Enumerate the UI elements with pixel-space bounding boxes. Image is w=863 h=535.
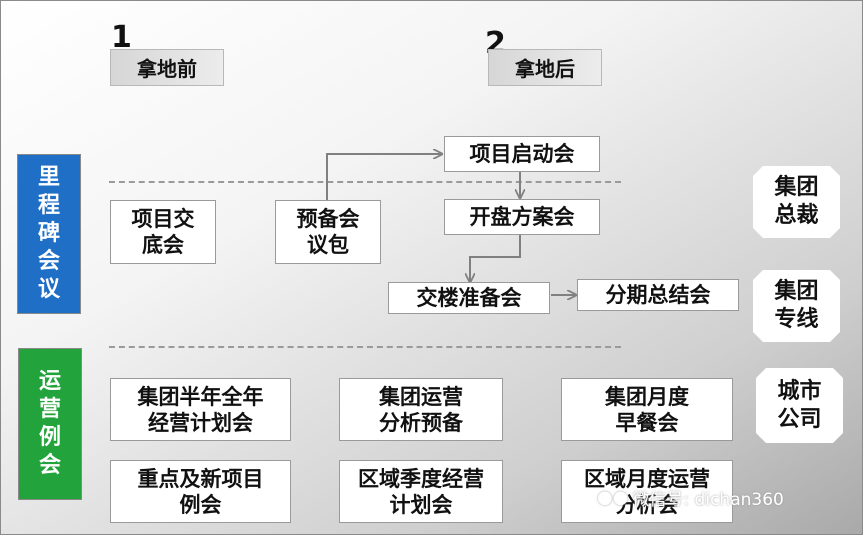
phase-2-label: 拿地后 (488, 49, 602, 86)
box-project-handover: 项目交 底会 (110, 200, 216, 264)
dashed-separator-middle (109, 346, 621, 348)
box-group-monthly-breakfast: 集团月度 早餐会 (561, 378, 733, 441)
box-key-new-projects: 重点及新项目 例会 (110, 460, 291, 523)
box-project-kickoff: 项目启动会 (444, 136, 600, 172)
side-label-char: 里 (37, 165, 60, 190)
side-label-char: 营 (38, 397, 61, 422)
side-label-char: 议 (37, 277, 60, 302)
box-phase-summary: 分期总结会 (577, 279, 739, 311)
wechat-icon: ●● (597, 487, 629, 508)
side-label-char: 例 (38, 425, 61, 450)
box-pre-meeting-package: 预备会 议包 (275, 200, 381, 264)
tag-city-company: 城市 公司 (756, 368, 843, 443)
dashed-separator-top (109, 181, 621, 183)
watermark: ●● 微信号: dichan360 (597, 485, 784, 510)
box-group-plan: 集团半年全年 经营计划会 (110, 378, 291, 441)
side-label-char: 运 (38, 369, 61, 394)
phase-1-label: 拿地前 (110, 49, 224, 86)
regular-meetings-label: 运营例会 (18, 348, 82, 500)
side-label-char: 会 (38, 453, 61, 478)
box-delivery-prep: 交楼准备会 (388, 282, 550, 314)
box-group-ops-analysis: 集团运营 分析预备 (339, 378, 503, 441)
box-regional-quarterly: 区域季度经营 计划会 (339, 460, 503, 523)
arrow-opening-to-delivery (470, 235, 521, 281)
watermark-text: 微信号: dichan360 (632, 490, 784, 510)
box-opening-plan: 开盘方案会 (444, 199, 600, 235)
arrow-package-to-kickoff (326, 154, 441, 200)
tag-group-line: 集团 专线 (753, 270, 840, 342)
phase-1-number: 1 (111, 20, 132, 55)
side-label-char: 会 (37, 249, 60, 274)
side-label-char: 碑 (37, 221, 60, 246)
tag-group-president: 集团 总裁 (753, 166, 840, 238)
milestone-meetings-label: 里程碑会议 (17, 154, 81, 314)
side-label-char: 程 (37, 193, 60, 218)
box-regional-monthly-ops: 区域月度运营 分析会 (561, 460, 733, 523)
